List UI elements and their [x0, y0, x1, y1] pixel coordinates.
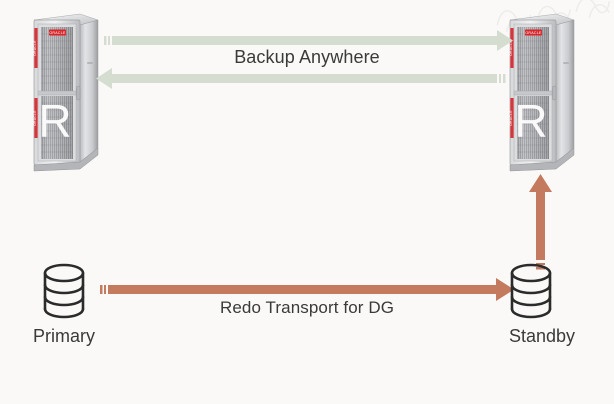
connector-backup-anywhere-forward — [104, 30, 513, 51]
svg-text:ORACLE: ORACLE — [509, 40, 513, 56]
connector-backup-anywhere-reverse — [96, 68, 506, 89]
label-backup-anywhere: Backup Anywhere — [234, 47, 380, 67]
database-cylinder-icon-standby — [510, 263, 552, 319]
svg-text:ORACLE: ORACLE — [33, 110, 37, 126]
server-rack-icon-primary: ORACLE R ORACLE ORACLE — [33, 13, 99, 172]
connector-standby-uplink — [529, 174, 552, 270]
svg-text:ORACLE: ORACLE — [49, 31, 66, 35]
database-cylinder-icon-primary — [43, 263, 85, 319]
svg-text:R: R — [514, 95, 547, 147]
label-standby-database: Standby — [508, 326, 576, 346]
svg-text:ORACLE: ORACLE — [509, 110, 513, 126]
svg-text:R: R — [38, 95, 71, 147]
connector-redo-transport — [100, 278, 514, 301]
label-primary-database: Primary — [33, 326, 95, 346]
label-redo-transport: Redo Transport for DG — [219, 298, 395, 317]
server-rack-icon-standby: ORACLE R ORACLE ORACLE — [509, 13, 575, 172]
svg-text:ORACLE: ORACLE — [33, 40, 37, 56]
svg-text:ORACLE: ORACLE — [525, 31, 542, 35]
